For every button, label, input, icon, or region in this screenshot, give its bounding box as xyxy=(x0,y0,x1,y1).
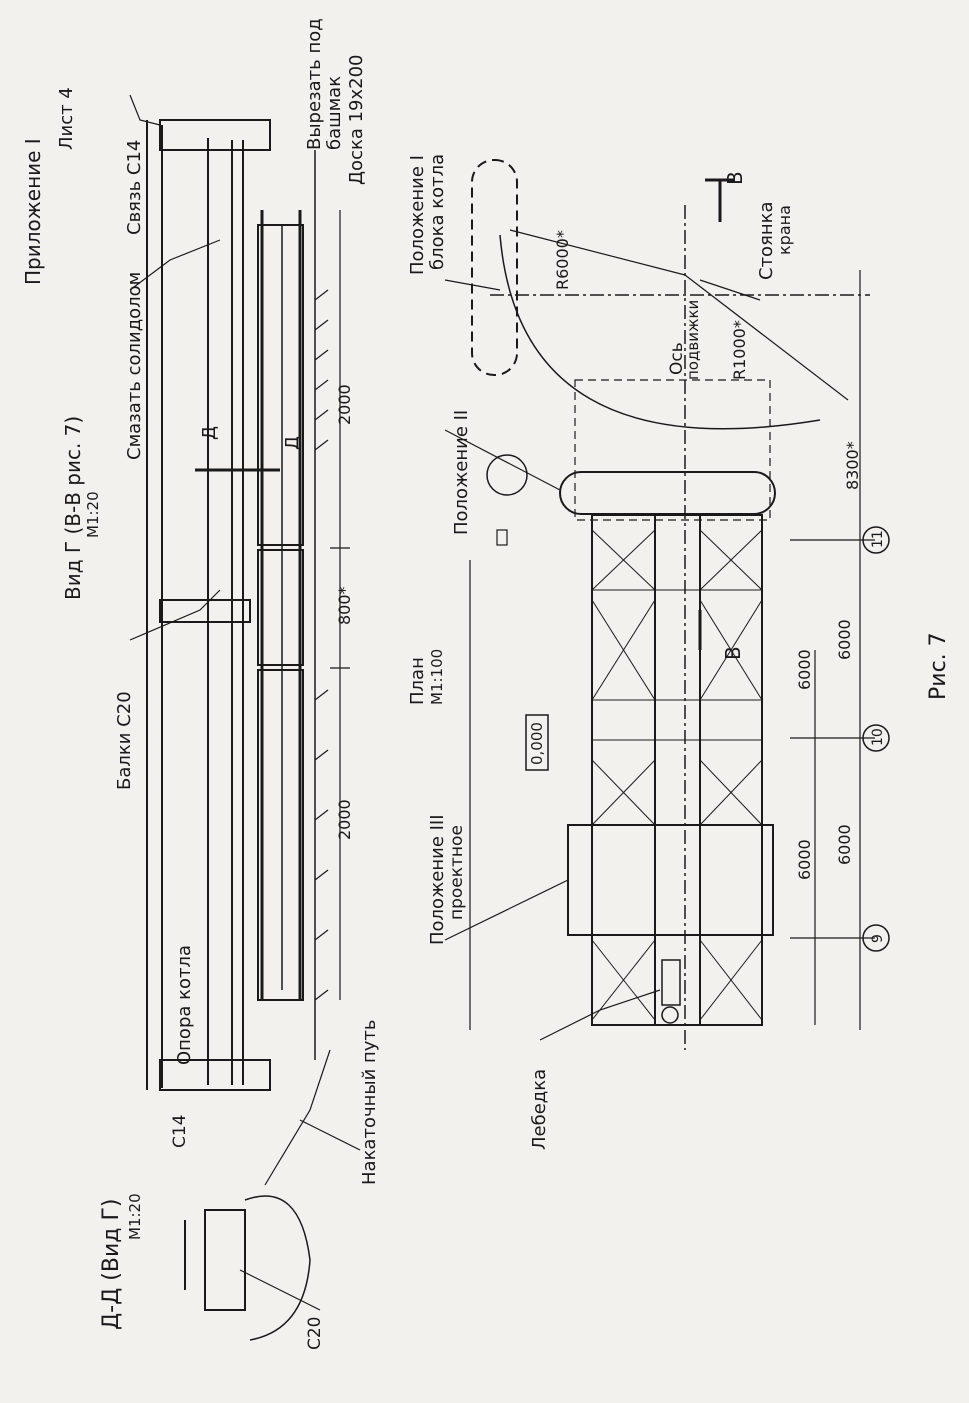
view-g-drawing xyxy=(129,94,361,1186)
section-mark-d-1: Д xyxy=(199,426,220,440)
radius-1000-label: R1000* xyxy=(730,320,749,380)
appendix-label: Приложение I xyxy=(21,138,45,285)
view-g-track-segment-2 xyxy=(257,669,304,1001)
crane-leader xyxy=(699,279,761,301)
plan-title: План xyxy=(407,657,428,705)
view-g-track-segment-1 xyxy=(257,224,304,546)
column-marker-small xyxy=(496,529,508,546)
cut-out-label: Вырезать под xyxy=(304,18,325,150)
position-2-label: Положение II xyxy=(451,410,472,535)
view-g-brace-leader xyxy=(129,94,161,126)
section-dd-rail xyxy=(204,1209,246,1311)
position-1-block xyxy=(471,159,518,376)
position-2-leader xyxy=(444,429,561,491)
level-box xyxy=(525,714,549,771)
section-dd-title: Д-Д (Вид Г) xyxy=(99,1199,124,1330)
axis-bubble-9 xyxy=(862,924,890,952)
winch-leader xyxy=(539,989,661,1041)
position-3-leader xyxy=(444,879,569,941)
column-marker xyxy=(486,454,528,496)
grease-label: Смазать солидолом xyxy=(124,272,145,460)
radius-6000-label: R6000* xyxy=(553,230,572,290)
view-g-scale: М1:20 xyxy=(84,491,102,538)
track-label: Накаточный путь xyxy=(359,1019,380,1185)
brace-label: Связь С14 xyxy=(124,140,145,235)
board-label: Доска 19х200 xyxy=(346,54,367,185)
view-g-dim-1: 2000 xyxy=(335,384,354,425)
section-dd-drawing xyxy=(184,1195,321,1341)
position-3-label: Положение III xyxy=(427,814,448,945)
cut-out-label-2: башмак xyxy=(324,76,345,150)
radius-1000-line xyxy=(684,274,849,401)
view-g-end-support-bottom xyxy=(159,1059,271,1091)
section-b-label: В xyxy=(721,646,745,660)
winch-icon xyxy=(661,959,681,1006)
level-label: 0,000 xyxy=(528,722,546,765)
position-1-label-2: блока котла xyxy=(427,154,448,270)
axis-11-label: 11 xyxy=(870,530,886,548)
section-mark-d-2: Д xyxy=(282,436,303,450)
plan-drawing xyxy=(444,159,890,1050)
winch-drum-icon xyxy=(661,1006,679,1024)
section-dd-channel-label: С20 xyxy=(305,1316,325,1350)
axis-bubble-10 xyxy=(862,724,890,752)
section-dd-c20-leader xyxy=(239,1269,321,1311)
support-label: Опора котла xyxy=(174,945,195,1065)
dim-6000-a: 6000 xyxy=(835,619,854,660)
dim-8300: 8300* xyxy=(843,441,862,490)
view-g-dim-3: 2000 xyxy=(335,799,354,840)
section-dd-scale: М1:20 xyxy=(126,1193,144,1240)
dim-6000-b: 6000 xyxy=(835,824,854,865)
view-g-ground-hatch xyxy=(314,289,329,1001)
axis-label-2: подвижки xyxy=(684,300,702,380)
axis-9-label: 9 xyxy=(870,934,886,943)
position-1-leader xyxy=(444,279,501,291)
axis-label: Ось xyxy=(667,342,687,375)
crane-label: Стоянка xyxy=(756,201,777,280)
view-g-grease-leader xyxy=(129,239,221,291)
section-dd-ground xyxy=(244,1195,311,1341)
view-g-mid-support xyxy=(159,599,251,623)
crane-label-2: крана xyxy=(775,205,794,255)
section-b-label-top: В xyxy=(723,171,747,185)
dim-6000-d: 6000 xyxy=(795,839,814,880)
view-g-wheel-block xyxy=(257,549,304,666)
position-1-label: Положение I xyxy=(407,155,428,275)
beams-label: Балки С20 xyxy=(114,691,135,790)
view-g-dim-2: 800* xyxy=(335,586,354,625)
radius-6000-line xyxy=(509,229,686,276)
axis-bubble-11 xyxy=(862,526,890,554)
winch-label: Лебедка xyxy=(529,1069,550,1150)
position-2-block xyxy=(559,471,776,515)
position-3-label-2: проектное xyxy=(447,825,467,920)
figure-label: Рис. 7 xyxy=(926,632,951,700)
radius-6000-arc xyxy=(499,234,821,430)
channel-c14-label: С14 xyxy=(170,1114,190,1148)
view-g-end-support-top xyxy=(159,119,271,151)
view-g-title: Вид Г (В-В рис. 7) xyxy=(61,416,85,600)
plan-bracing xyxy=(591,529,763,1021)
view-g-track-leader xyxy=(299,1119,361,1151)
position-2-outline xyxy=(574,379,771,521)
sheet-number: Лист 4 xyxy=(56,87,77,150)
dim-6000-c: 6000 xyxy=(795,649,814,690)
plan-scale: М1:100 xyxy=(428,649,446,705)
view-g-track-leader-2 xyxy=(264,1049,331,1186)
axis-10-label: 10 xyxy=(870,728,886,746)
view-g-beams-leader xyxy=(129,589,221,641)
